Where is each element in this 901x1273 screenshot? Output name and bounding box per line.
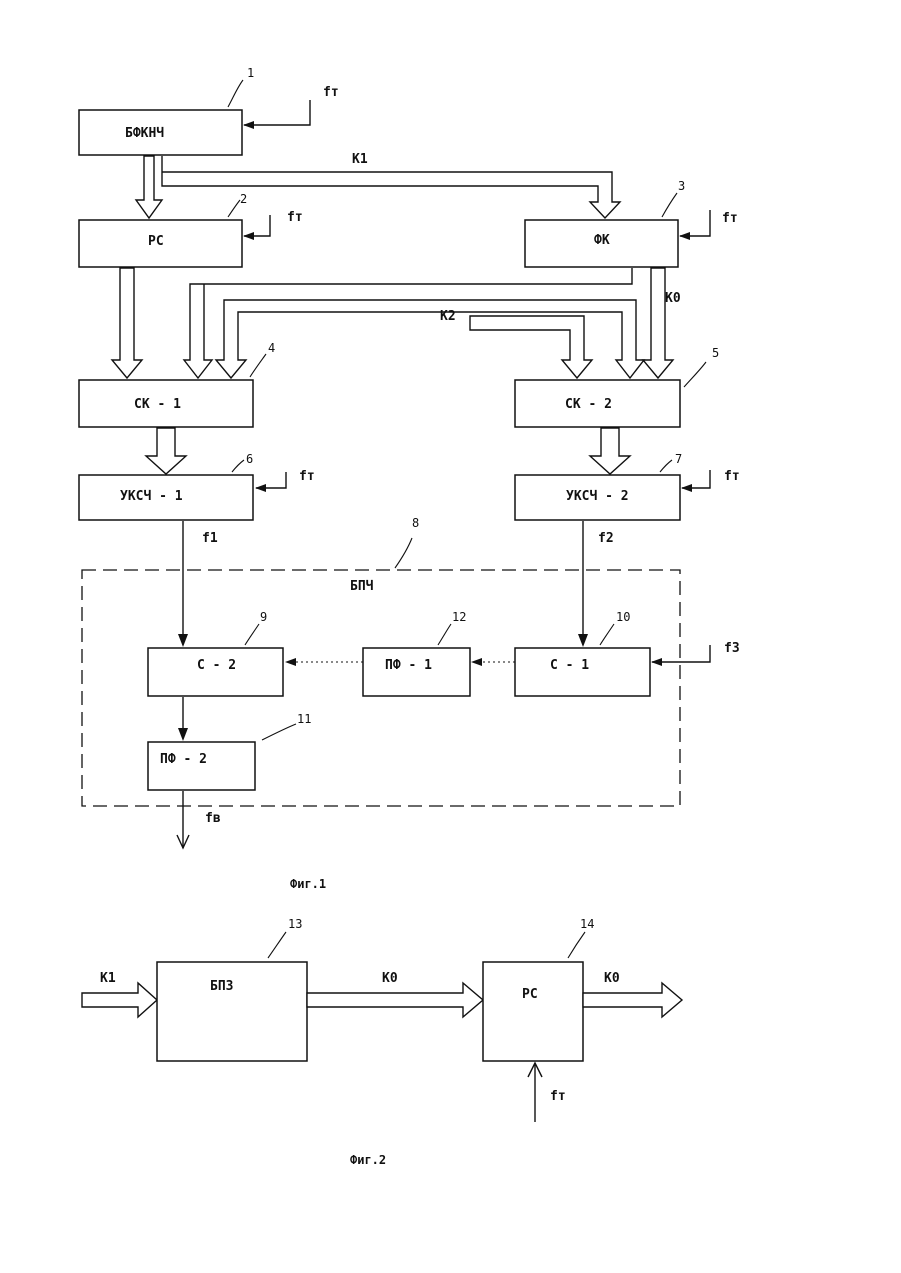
signal-ft-3: fт: [722, 211, 738, 226]
signal-k0-output: К0: [604, 971, 620, 986]
signal-k2: К2: [440, 309, 456, 324]
signal-ft-6: fт: [299, 469, 315, 484]
signal-k1: К1: [352, 152, 368, 167]
signal-f1: f1: [202, 531, 218, 546]
block-number-14: 14: [580, 917, 594, 931]
signal-ft-7: fт: [724, 469, 740, 484]
block-s2-label: С - 2: [197, 658, 236, 673]
block-bpz: [157, 962, 307, 1061]
block-number-6: 6: [246, 452, 253, 466]
block-number-4: 4: [268, 341, 275, 355]
block-number-11: 11: [297, 712, 311, 726]
signal-ft-1: fт: [323, 85, 339, 100]
signal-k0-mid: К0: [382, 971, 398, 986]
signal-f3: f3: [724, 641, 740, 656]
signal-k1-fig2: К1: [100, 971, 116, 986]
block-rs-fig2-label: РС: [522, 987, 538, 1002]
caption-fig1: Фиг.1: [290, 877, 326, 891]
block-number-12: 12: [452, 610, 466, 624]
signal-ft-fig2: fт: [550, 1089, 566, 1104]
block-pf1-label: ПФ - 1: [385, 658, 432, 673]
block-rs-fig2: [483, 962, 583, 1061]
block-s1-label: С - 1: [550, 658, 589, 673]
group-number-8: 8: [412, 516, 419, 530]
signal-fv: fв: [205, 811, 221, 826]
signal-f2: f2: [598, 531, 614, 546]
signal-ft-2: fт: [287, 210, 303, 225]
block-bfknch-label: БФКНЧ: [125, 126, 164, 141]
signal-k0: К0: [665, 291, 681, 306]
block-number-5: 5: [712, 346, 719, 360]
block-bpz-label: БПЗ: [210, 979, 233, 994]
block-number-2: 2: [240, 192, 247, 206]
block-uksch2-label: УКСЧ - 2: [566, 489, 629, 504]
group-label-bpch: БПЧ: [350, 579, 374, 594]
block-pf2-label: ПФ - 2: [160, 752, 207, 767]
block-rs-label: РС: [148, 234, 164, 249]
block-sk2-label: СК - 2: [565, 397, 612, 412]
block-number-10: 10: [616, 610, 630, 624]
block-number-3: 3: [678, 179, 685, 193]
block-sk1-label: СК - 1: [134, 397, 181, 412]
block-number-1: 1: [247, 66, 254, 80]
block-uksch1-label: УКСЧ - 1: [120, 489, 183, 504]
block-number-13: 13: [288, 917, 302, 931]
block-number-7: 7: [675, 452, 682, 466]
block-fk-label: ФК: [594, 233, 610, 248]
caption-fig2: Фиг.2: [350, 1153, 386, 1167]
block-number-9: 9: [260, 610, 267, 624]
